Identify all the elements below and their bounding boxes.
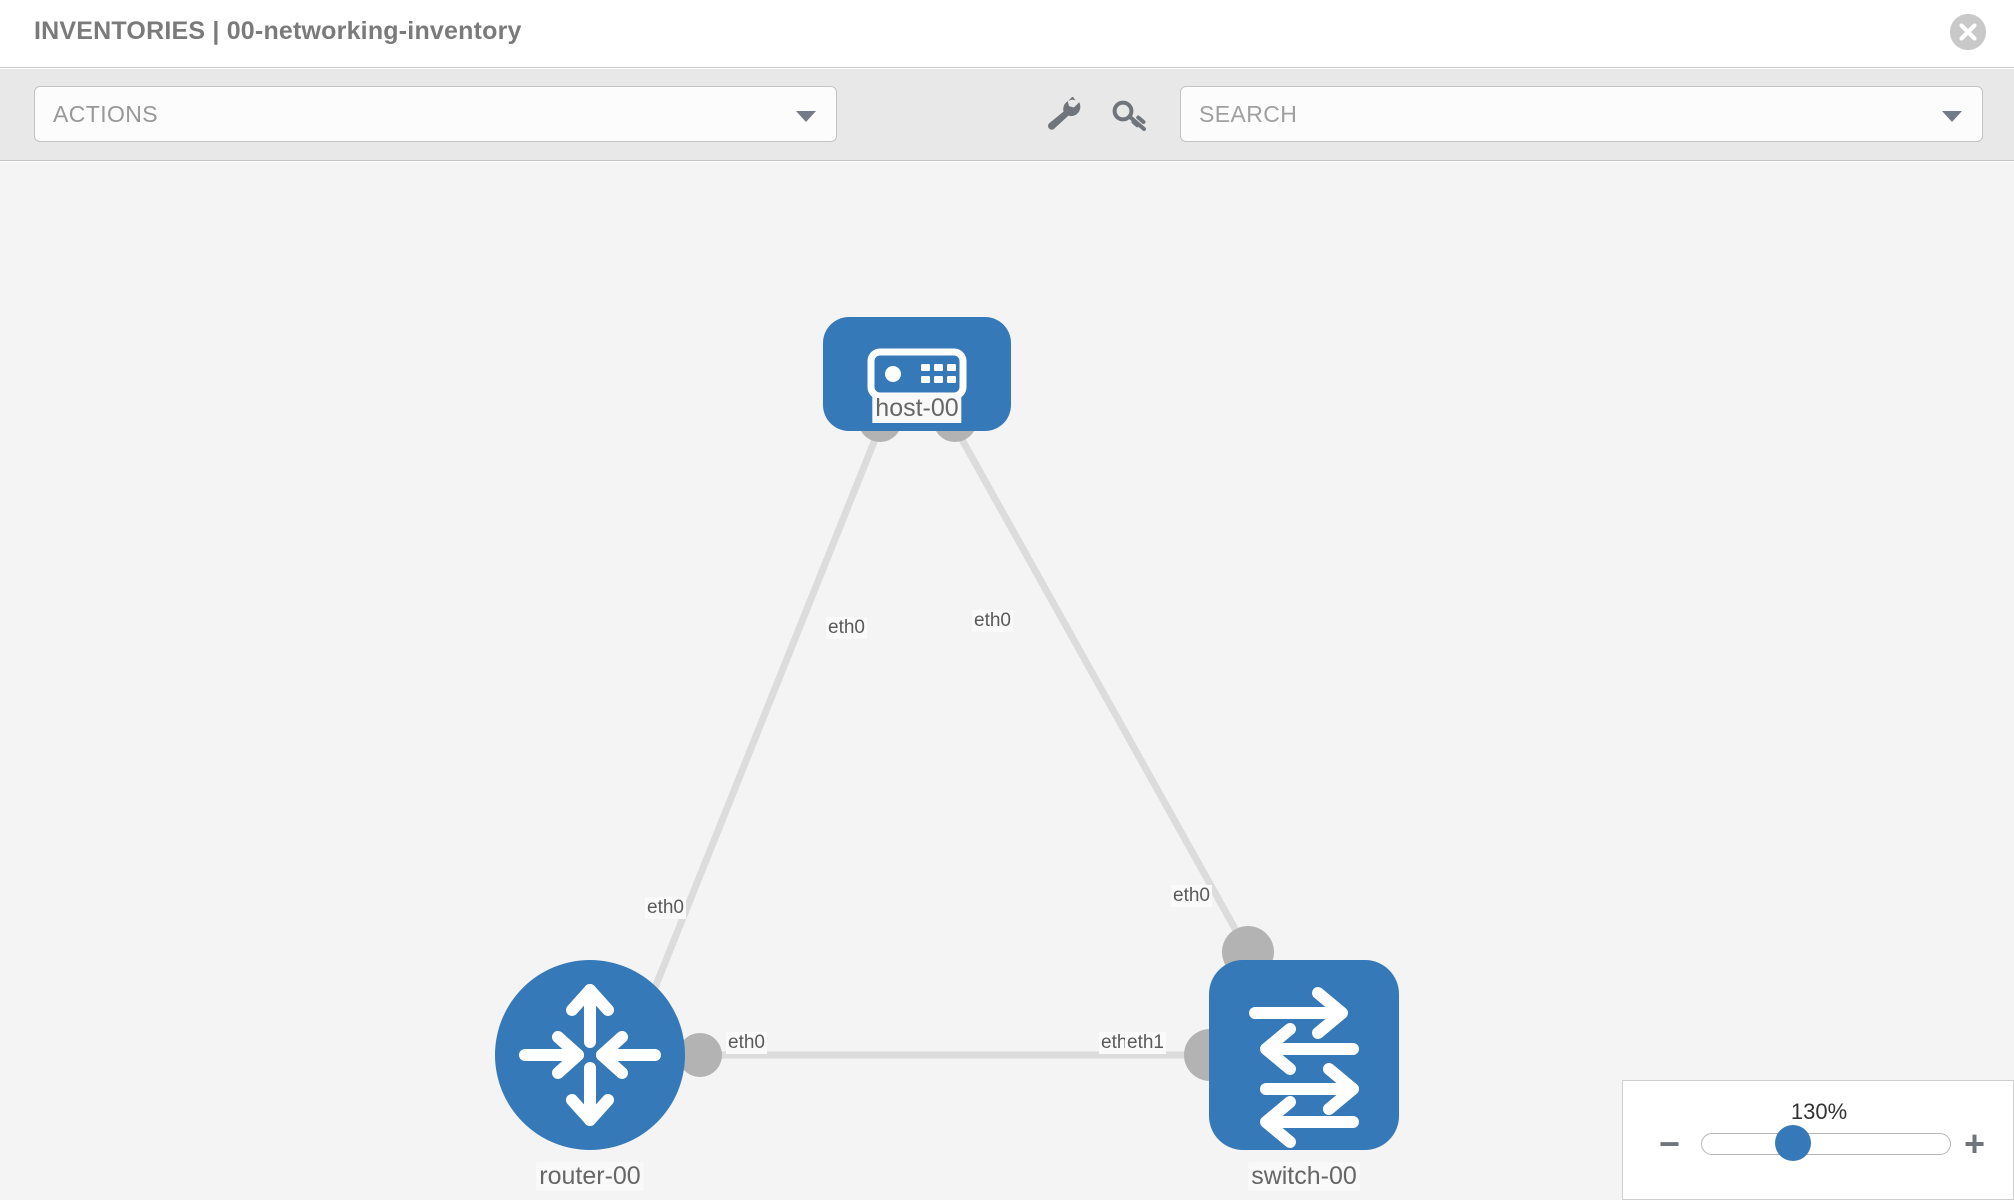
interface-label: eth xyxy=(1099,1032,1130,1054)
interface-label: eth0 xyxy=(972,610,1013,632)
router-icon xyxy=(519,984,661,1126)
zoom-out-button[interactable]: − xyxy=(1659,1123,1681,1164)
page-title: INVENTORIES | 00-networking-inventory xyxy=(34,17,522,45)
interface-label: eth0 xyxy=(826,617,867,639)
topology-links xyxy=(644,423,1252,1059)
search-placeholder: SEARCH xyxy=(1199,101,1298,127)
interface-label: eth0 xyxy=(645,897,686,919)
topology-node-router-00 xyxy=(495,960,685,1150)
chevron-down-icon xyxy=(796,111,816,122)
actions-dropdown[interactable]: ACTIONS xyxy=(34,86,837,142)
page-header: INVENTORIES | 00-networking-inventory xyxy=(0,0,2014,68)
zoom-slider-track[interactable] xyxy=(1701,1133,1951,1155)
topology-canvas[interactable]: host-00 router-00 switch-00 eth0 eth0 et… xyxy=(0,162,2014,1200)
search-input[interactable]: SEARCH xyxy=(1180,86,1983,142)
topology-node-switch-00 xyxy=(1209,960,1399,1150)
zoom-slider-thumb[interactable] xyxy=(1775,1125,1811,1161)
node-label-host-00: host-00 xyxy=(872,394,962,423)
key-icon[interactable] xyxy=(1110,97,1154,135)
topology-graph xyxy=(495,317,1399,1150)
node-label-router-00: router-00 xyxy=(536,1162,644,1191)
close-icon[interactable] xyxy=(1950,14,1986,50)
interface-label: eth0 xyxy=(1171,885,1212,907)
switch-icon xyxy=(1249,987,1359,1148)
interface-label: eth1 xyxy=(1125,1032,1166,1054)
actions-dropdown-label: ACTIONS xyxy=(53,101,159,127)
node-label-switch-00: switch-00 xyxy=(1248,1162,1360,1191)
toolbar: ACTIONS SEARCH xyxy=(0,69,2014,161)
interface-label: eth0 xyxy=(726,1032,767,1054)
zoom-level-value: 130% xyxy=(1790,1099,1848,1124)
topology-ports xyxy=(678,398,1274,1081)
chevron-down-icon[interactable] xyxy=(1942,111,1962,122)
zoom-control-panel: 130% − + xyxy=(1622,1080,2014,1200)
zoom-in-button[interactable]: + xyxy=(1963,1123,1985,1164)
wrench-icon[interactable] xyxy=(1042,95,1086,135)
